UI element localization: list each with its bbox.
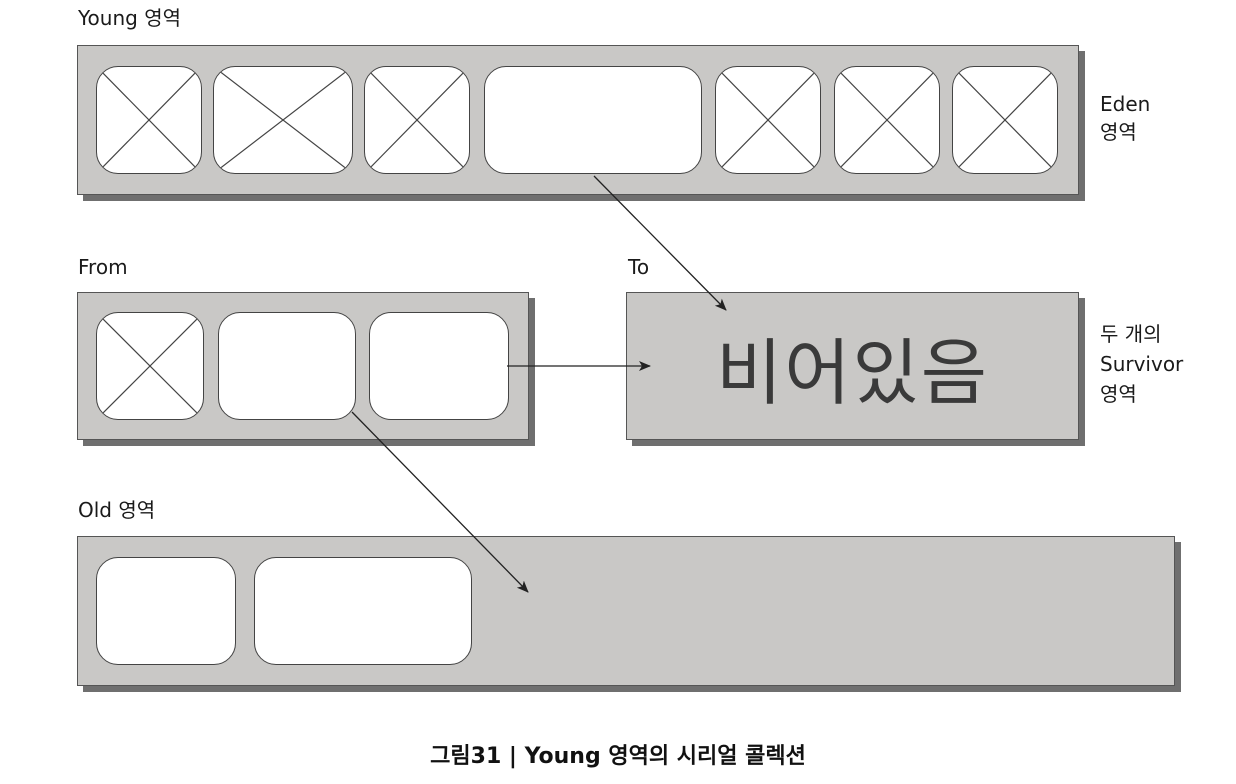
eden-cell-dead <box>364 66 470 174</box>
old-cell-live <box>254 557 472 665</box>
to-space-label: To <box>628 255 650 279</box>
from-space-label: From <box>78 255 128 279</box>
survivor-area-label-line2: Survivor <box>1100 352 1184 376</box>
old-generation-panel <box>77 536 1175 686</box>
eden-cell-dead <box>834 66 940 174</box>
eden-area-label-line1: Eden <box>1100 92 1151 116</box>
survivor-area-label-line1: 두 개의 <box>1100 322 1162 346</box>
eden-area-label-line2: 영역 <box>1100 120 1137 144</box>
cross-mark-icon <box>953 67 1057 173</box>
cross-mark-icon <box>214 67 352 173</box>
to-survivor-panel: 비어있음 <box>626 292 1079 440</box>
from-survivor-panel <box>77 292 529 440</box>
young-area-label: Young 영역 <box>78 6 182 30</box>
from-cell-live <box>218 312 356 420</box>
figure-caption: 그림31 | Young 영역의 시리얼 콜렉션 <box>430 744 806 769</box>
eden-cell-live <box>484 66 702 174</box>
cross-mark-icon <box>97 67 201 173</box>
from-cell-live <box>369 312 509 420</box>
from-cell-dead <box>96 312 204 420</box>
old-area-label: Old 영역 <box>78 498 156 522</box>
empty-status-text: 비어있음 <box>716 330 989 415</box>
eden-cell-dead <box>213 66 353 174</box>
eden-cell-dead <box>952 66 1058 174</box>
cross-mark-icon <box>97 313 203 419</box>
cross-mark-icon <box>365 67 469 173</box>
cross-mark-icon <box>835 67 939 173</box>
old-cell-live <box>96 557 236 665</box>
eden-cell-dead <box>96 66 202 174</box>
cross-mark-icon <box>716 67 820 173</box>
eden-cell-dead <box>715 66 821 174</box>
eden-panel <box>77 45 1079 195</box>
survivor-area-label-line3: 영역 <box>1100 382 1137 406</box>
eden-to-survivor-arrow <box>593 175 727 311</box>
